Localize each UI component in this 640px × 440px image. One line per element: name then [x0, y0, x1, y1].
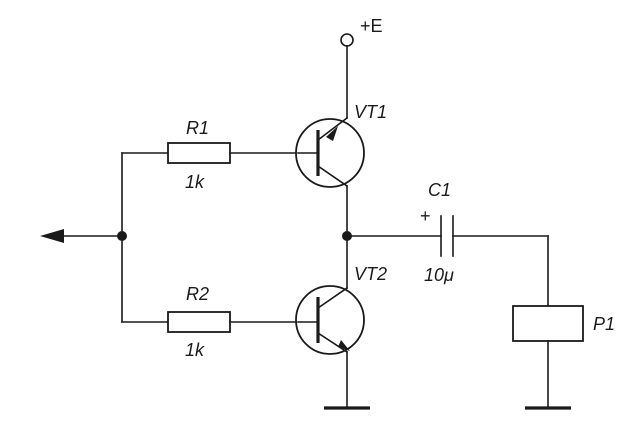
p1-ref-label: P1 — [593, 314, 615, 334]
input-terminal — [40, 229, 123, 243]
r1-value-label: 1k — [185, 172, 205, 192]
vt2-emitter-arrow-icon — [338, 340, 350, 351]
capacitor-c1 — [440, 215, 454, 257]
c1-ref-label: C1 — [428, 180, 451, 200]
vt1-ref-label: VT1 — [354, 102, 387, 122]
input-arrow-icon — [40, 229, 64, 243]
c1-polarity-mark: + — [420, 206, 431, 226]
r1-ref-label: R1 — [186, 118, 209, 138]
supply-terminal — [340, 33, 354, 47]
resistor-r2 — [167, 311, 231, 333]
r2-value-label: 1k — [185, 340, 205, 360]
resistor-r1 — [167, 142, 231, 164]
vt2-ref-label: VT2 — [354, 264, 387, 284]
c1-value-label: 10μ — [424, 265, 454, 285]
supply-label: +E — [360, 16, 383, 36]
transistor-vt2 — [295, 285, 365, 355]
transistor-vt1 — [295, 116, 365, 188]
r2-ref-label: R2 — [186, 284, 209, 304]
vt1-emitter-arrow-icon — [326, 126, 338, 141]
relay-p1 — [512, 305, 584, 342]
